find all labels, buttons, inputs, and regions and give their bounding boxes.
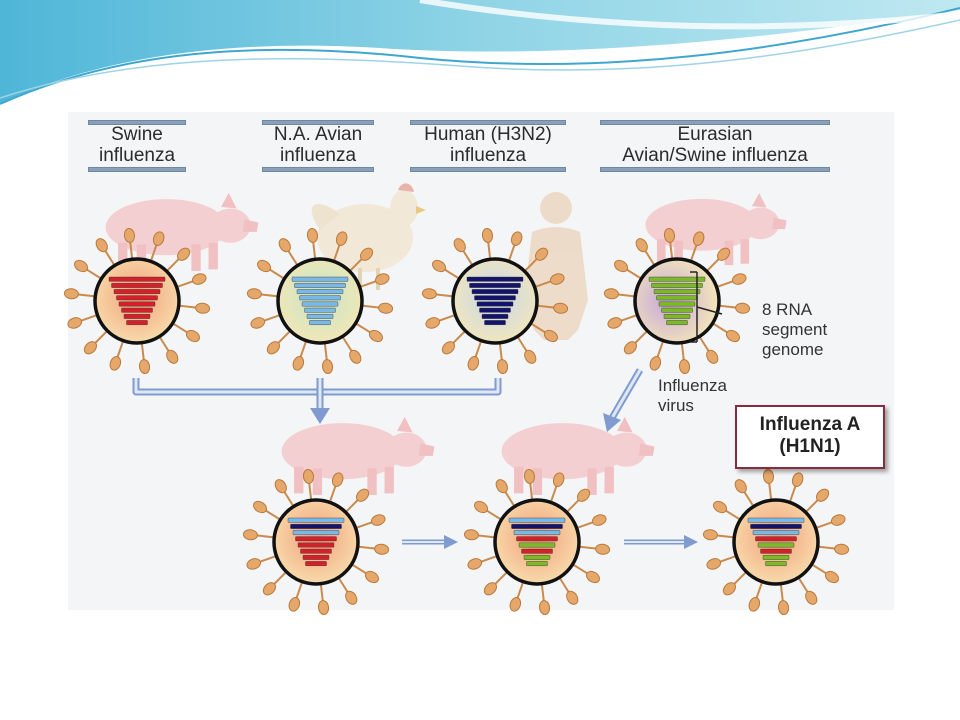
virus-na-avian [246,227,394,375]
virus-eurasian [603,227,751,375]
rna-segment [302,555,330,560]
rna-segment [666,320,688,325]
rna-segment [295,536,337,542]
chicken-avian-source [311,183,426,290]
rna-segment [296,289,344,294]
rna-segment [484,320,506,325]
rna-segment [648,276,706,282]
rna-segment [765,561,787,567]
rna-segment [474,295,516,301]
header-wave-decoration [0,0,960,105]
rna-segment [656,295,698,301]
rna-segment [757,542,795,548]
virus-human [421,227,569,375]
rna-segment [523,555,551,560]
rna-segment [126,320,148,325]
rna-segment [747,517,805,523]
rna-segment [118,301,156,307]
result-title: Influenza A [759,414,861,435]
rna-segment [513,530,561,536]
rna-segment [469,283,521,288]
rna-segment [287,517,345,523]
rna-segment [123,314,151,319]
arrow-to-second-host [402,535,458,549]
virus-swine [63,227,211,375]
rna-segment [658,301,696,307]
rna-segment [479,307,511,313]
rna-segment [113,289,161,294]
rna-segment [516,536,558,542]
rna-segment [755,536,797,542]
pig-host-2 [501,416,655,495]
rna-segment [481,314,509,319]
rna-segment [292,530,340,536]
rna-segment [760,548,792,554]
rna-segment [306,314,334,319]
rna-segment [304,307,336,313]
virus-reassortant-host-2 [463,468,611,616]
rna-segment [526,561,548,567]
rna-segment [294,283,346,288]
arrow-to-result [624,535,698,549]
rna-segment [305,561,327,567]
genome-bracket [690,271,723,343]
rna-segment [108,276,166,282]
virus-triple-reassortant [242,468,390,616]
rna-segment [299,295,341,301]
rna-segment [301,301,339,307]
rna-segment [297,542,335,548]
rna-segment [291,276,349,282]
rna-segment [309,320,331,325]
rna-segment [762,555,790,560]
pig-host-1 [281,416,435,495]
virus-influenza-a-h1n1 [702,468,850,616]
rna-segment [653,289,701,294]
eurasian-arrow [603,368,644,432]
rna-segment [466,276,524,282]
rna-segment [663,314,691,319]
rna-segment [521,548,553,554]
result-subtype: (H1N1) [779,436,841,457]
rna-segment [752,530,800,536]
rna-segment [116,295,158,301]
rna-segment [471,289,519,294]
rna-segment [518,542,556,548]
rna-segment [300,548,332,554]
rna-segment [651,283,703,288]
virus-label: Influenza virus [658,376,727,415]
rna-segment [750,524,802,529]
rna-segment [661,307,693,313]
rna-segment [111,283,163,288]
rna-segment [476,301,514,307]
rna-segment [508,517,566,523]
result-box: Influenza A (H1N1) [735,405,885,469]
pig-swine-source [105,192,259,271]
rna-segment [121,307,153,313]
genome-label: 8 RNA segment genome [762,300,828,359]
rna-segment [511,524,563,529]
merge-connector [132,378,502,424]
source-label-human: Human (H3N2)influenza [410,120,566,172]
rna-segment [290,524,342,529]
